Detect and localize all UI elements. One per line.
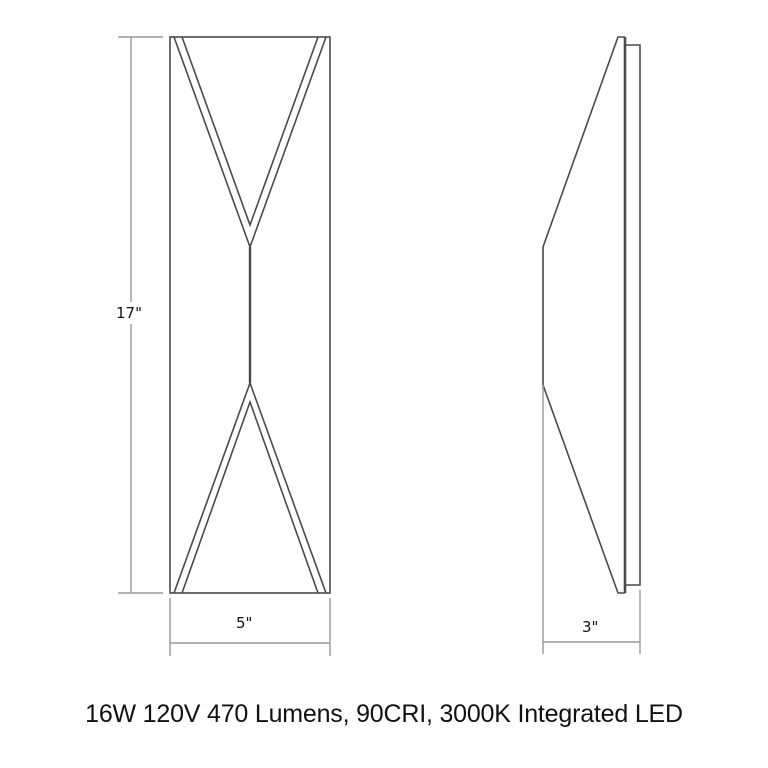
front-view — [169, 36, 331, 594]
side-dimensions — [542, 385, 641, 654]
upper-v-outer — [173, 36, 327, 250]
upper-v-inner — [181, 36, 319, 228]
lower-v-outer — [173, 380, 327, 594]
side-view — [542, 36, 641, 594]
width-dimension-label: 5" — [236, 614, 253, 632]
height-dimension-label: 17" — [116, 302, 142, 324]
lower-v-inner — [181, 399, 319, 594]
front-outline — [169, 36, 331, 594]
depth-dimension-label: 3" — [582, 618, 599, 636]
spec-caption: 16W 120V 470 Lumens, 90CRI, 3000K Integr… — [85, 700, 683, 728]
side-body-profile — [542, 36, 625, 594]
wall-plate — [625, 44, 641, 586]
front-dimensions — [118, 36, 331, 656]
